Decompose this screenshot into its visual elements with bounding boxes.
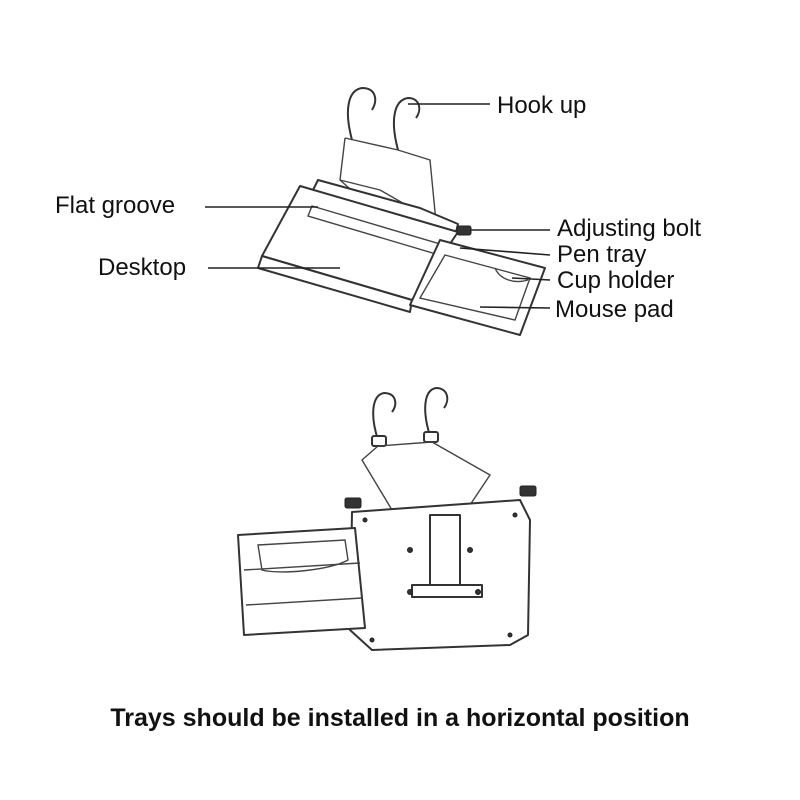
desktop-edge: [257, 255, 413, 313]
hook-left-bottom: [372, 392, 397, 441]
label-desktop: Desktop: [98, 254, 186, 281]
adjusting-bolt: [456, 225, 472, 236]
label-hook-up: Hook up: [497, 92, 586, 119]
center-bracket: [429, 514, 461, 591]
label-adjusting-bolt: Adjusting bolt: [557, 215, 701, 242]
unfolded-tray-illustration: [257, 87, 546, 336]
side-tray-folded: [237, 527, 366, 636]
label-pen-tray: Pen tray: [557, 241, 646, 268]
side-tray: [409, 239, 546, 336]
leader-lines: [205, 103, 551, 309]
hook-right-bottom: [424, 387, 449, 437]
cup-holder-notch: [494, 267, 529, 283]
label-mouse-pad: Mouse pad: [555, 296, 674, 323]
folded-tray-illustration: [237, 387, 537, 651]
installation-caption: Trays should be installed in a horizonta…: [110, 704, 689, 732]
label-flat-groove: Flat groove: [55, 192, 175, 219]
hook-right: [392, 97, 421, 151]
side-tray-inner: [418, 254, 531, 321]
hook-left: [346, 87, 377, 141]
label-cup-holder: Cup holder: [557, 267, 674, 294]
